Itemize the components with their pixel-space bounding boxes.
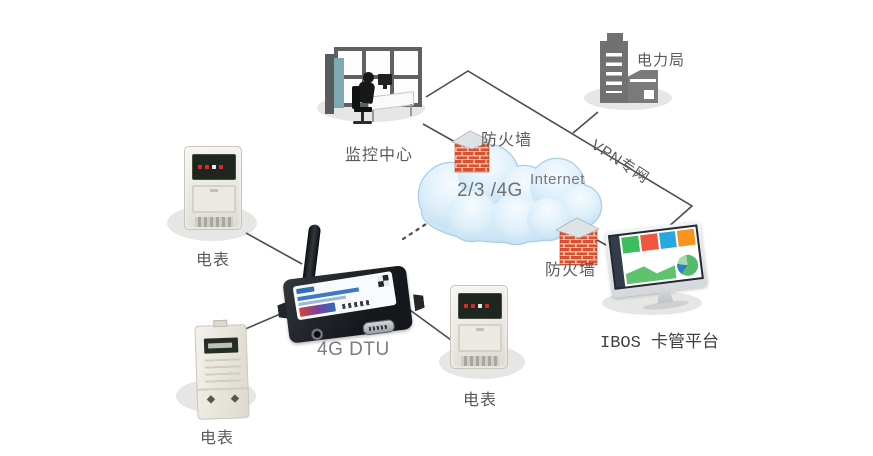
firewall-lower-icon xyxy=(555,217,600,266)
meter-hanger xyxy=(213,319,228,328)
monitoring-center-icon xyxy=(316,42,434,138)
meter-terminals xyxy=(461,356,499,366)
energy-meter-upper-left-icon xyxy=(184,146,242,230)
internet-label: Internet xyxy=(530,171,585,188)
operator-person xyxy=(363,72,374,83)
meter-terminals xyxy=(195,217,233,227)
meter-lower-middle-label: 电表 xyxy=(463,392,498,409)
power-bureau-label: 电力局 xyxy=(637,52,686,69)
chair-base xyxy=(353,121,372,124)
firewall-upper-icon xyxy=(451,130,492,173)
energy-meter-lower-middle-icon xyxy=(450,285,508,369)
wall-slab xyxy=(325,54,334,114)
wall-slab-teal xyxy=(334,58,344,108)
building-annex-window xyxy=(644,90,654,99)
meter-screw xyxy=(230,394,240,403)
serial-port xyxy=(362,318,396,336)
desktop-monitor xyxy=(378,74,392,89)
building-annex-stripe xyxy=(630,79,656,82)
chair-seat xyxy=(354,107,372,112)
desk-leg xyxy=(410,104,412,116)
area-chart-icon xyxy=(624,256,676,285)
dashboard-content xyxy=(619,226,702,287)
platform-monitor-icon xyxy=(604,220,720,328)
meter-display xyxy=(192,154,236,180)
firewall-lower-label: 防火墙 xyxy=(545,262,597,279)
building-windows xyxy=(606,53,622,93)
platform-label: IBOS 卡管平台 xyxy=(600,334,720,353)
dtu-label: 4G DTU xyxy=(317,339,390,360)
meter-nameplate xyxy=(204,358,242,384)
firewall-upper-label: 防火墙 xyxy=(481,132,533,149)
meter-upper-left-label: 电表 xyxy=(196,252,231,269)
meter-screw xyxy=(206,395,216,404)
monitor-screen xyxy=(607,224,704,290)
monitor-frame xyxy=(604,220,708,299)
meter-display xyxy=(458,293,502,319)
meter-divider xyxy=(197,387,248,391)
desk-leg xyxy=(372,110,374,122)
building-roof xyxy=(607,33,623,42)
pie-chart-icon xyxy=(675,253,700,278)
meter-cover xyxy=(192,185,236,213)
qr-code-icon xyxy=(377,274,390,288)
meter-lower-left-label: 电表 xyxy=(200,430,235,447)
dtu-device-icon xyxy=(278,223,422,351)
cellular-network-label: 2/3 /4G xyxy=(457,180,523,201)
energy-meter-lower-left-icon xyxy=(194,319,250,420)
power-bureau-building-icon xyxy=(598,32,662,104)
building-tower xyxy=(600,41,628,103)
monitoring-center-label: 监控中心 xyxy=(345,147,414,164)
chair xyxy=(352,86,360,109)
chair-pole xyxy=(361,112,364,121)
meter-cover xyxy=(458,324,502,352)
meter-display xyxy=(203,337,239,354)
